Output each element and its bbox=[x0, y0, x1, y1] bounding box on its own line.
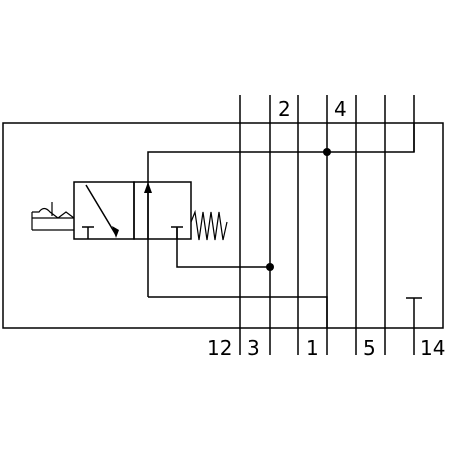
pilot-line-lower bbox=[148, 296, 328, 328]
port-label-5: 5 bbox=[363, 336, 376, 360]
spring-return-icon bbox=[190, 209, 228, 241]
port-lines bbox=[239, 95, 422, 355]
port-label-1: 1 bbox=[306, 336, 319, 360]
valve-square-left bbox=[73, 181, 135, 240]
port-label-2: 2 bbox=[278, 97, 291, 121]
port-label-12: 12 bbox=[207, 336, 232, 360]
junction-dot-lower bbox=[266, 263, 274, 271]
port-labels: 2 4 12 3 1 5 14 bbox=[207, 97, 445, 360]
valve-housing bbox=[2, 122, 444, 329]
valve-square-right bbox=[133, 181, 192, 240]
flow-arrow-up-head bbox=[144, 182, 152, 193]
port-label-3: 3 bbox=[247, 336, 260, 360]
exhaust-line bbox=[176, 228, 270, 268]
flow-arrow-icon bbox=[85, 184, 117, 236]
junction-dot-upper bbox=[323, 148, 331, 156]
port-label-14: 14 bbox=[420, 336, 445, 360]
push-button-actuator-icon bbox=[31, 202, 75, 231]
flow-arrow-head bbox=[112, 226, 119, 238]
port-label-4: 4 bbox=[334, 97, 347, 121]
pilot-line-upper bbox=[147, 123, 415, 297]
valve-body bbox=[73, 181, 192, 240]
internal-piping bbox=[147, 123, 415, 328]
